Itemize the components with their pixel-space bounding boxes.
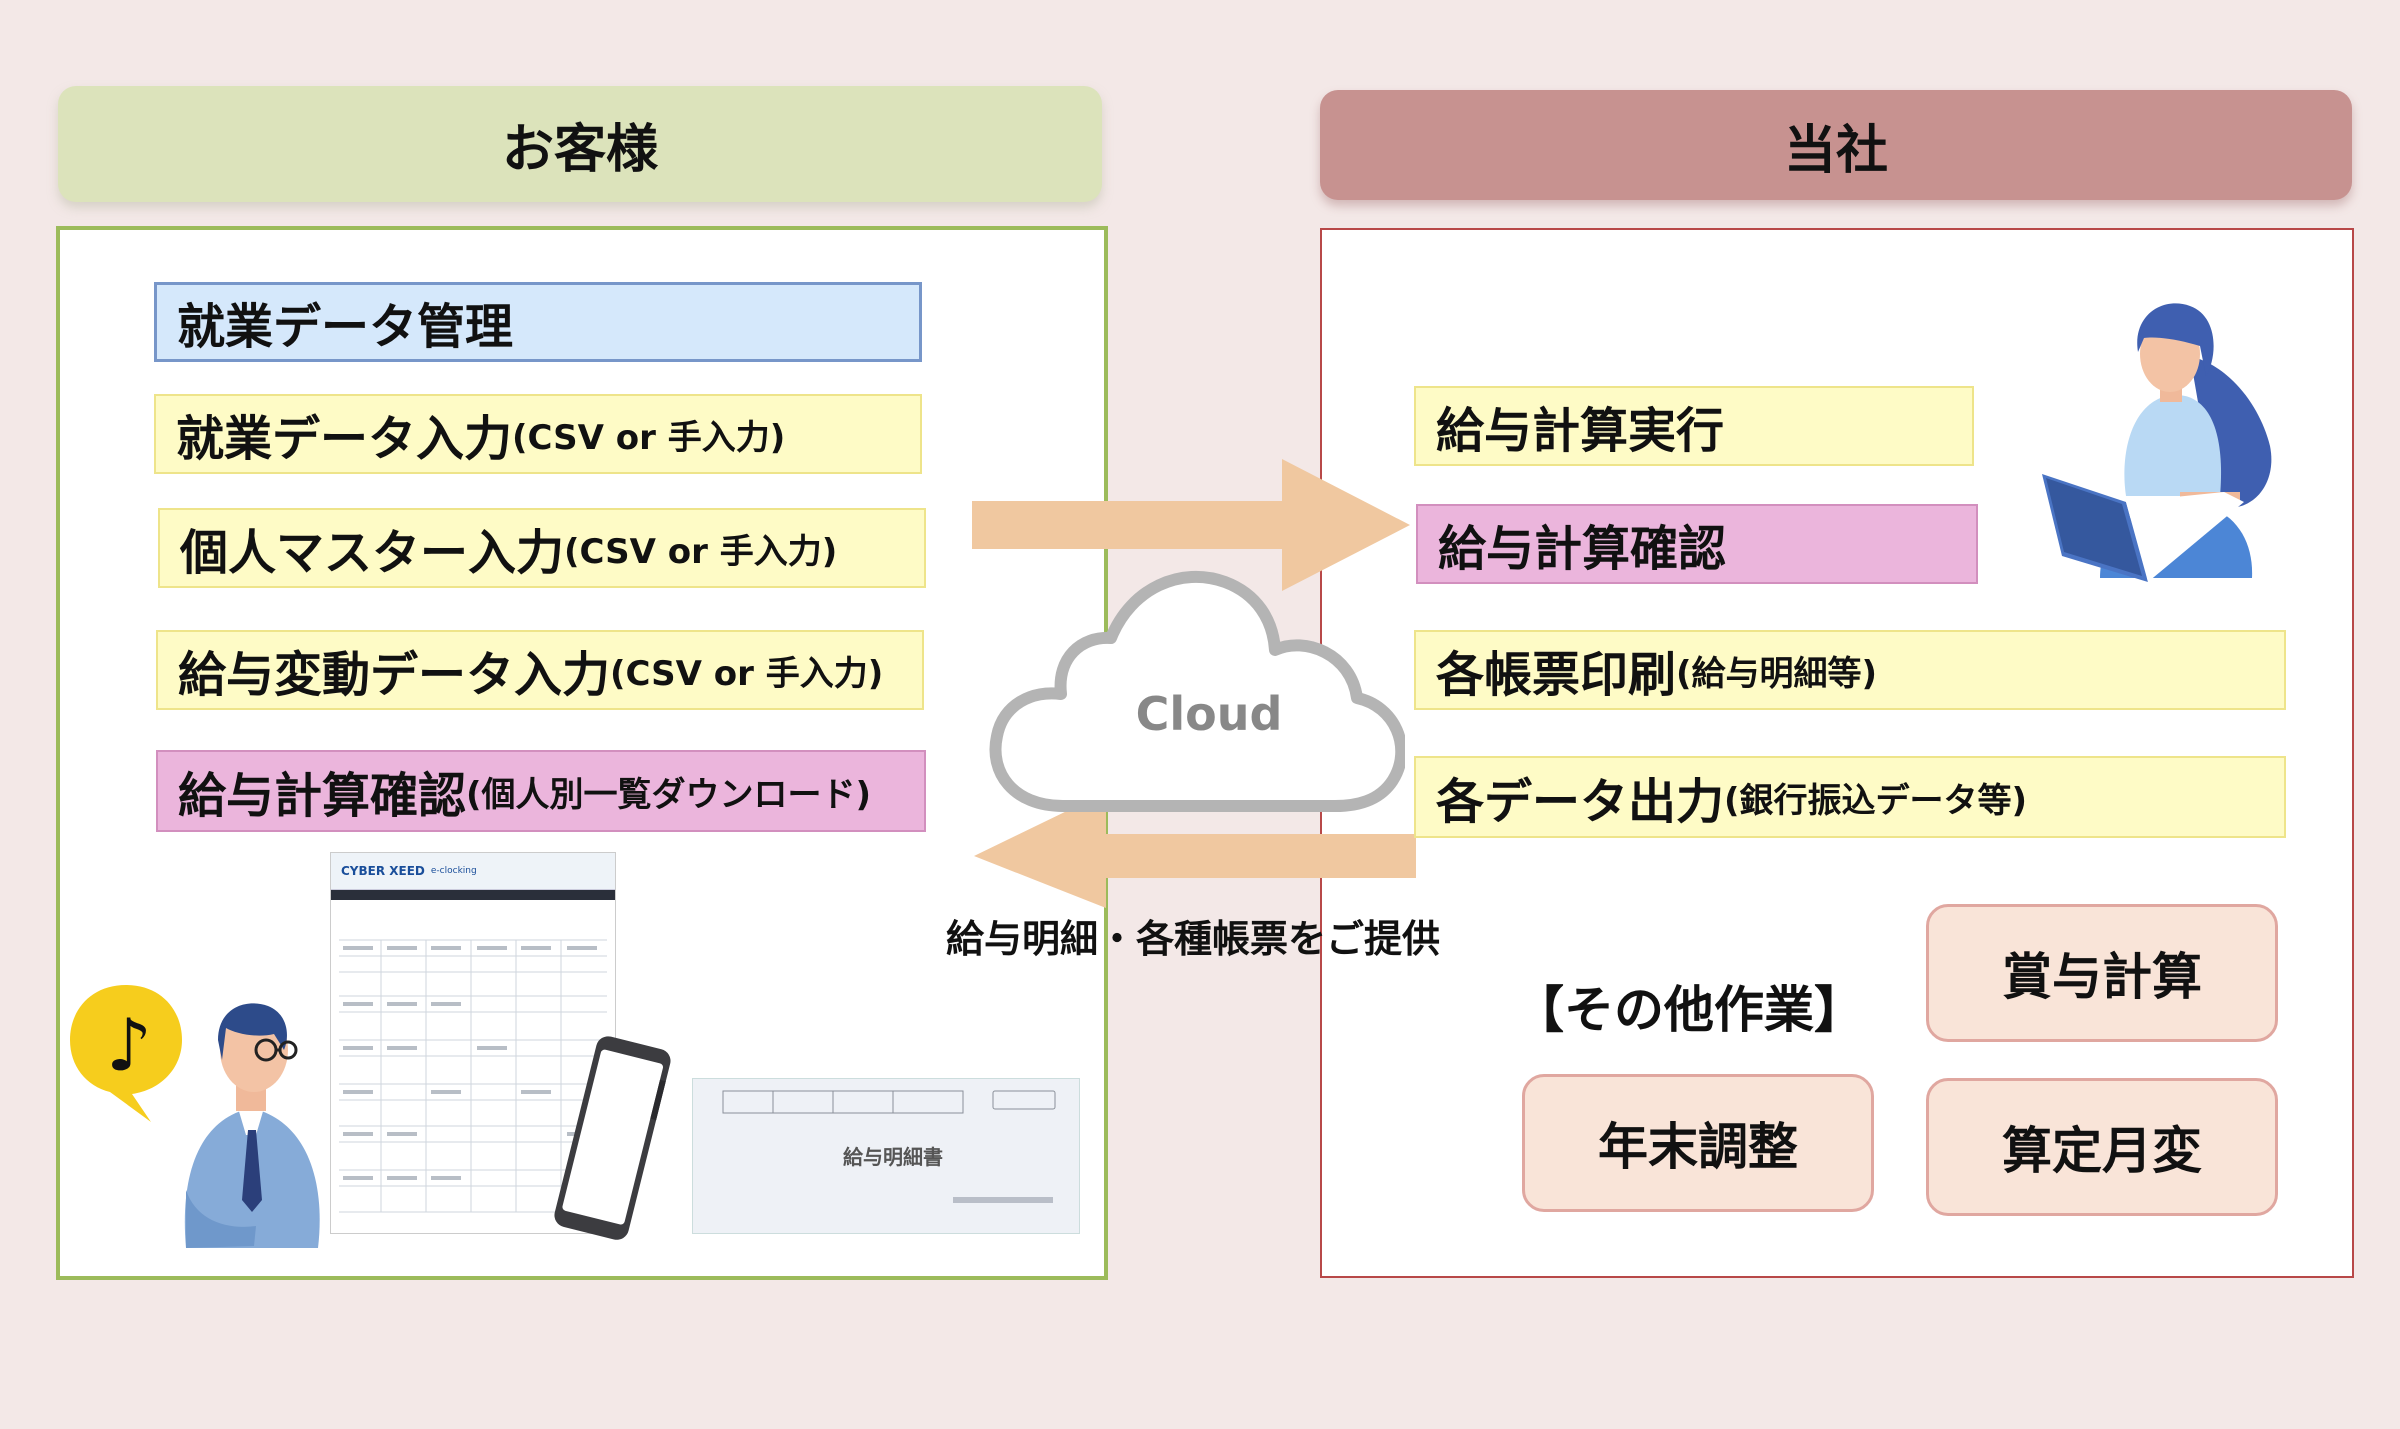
item-sub-label: (CSV or 手入力): [564, 531, 838, 572]
payslip-document: 給与明細書: [692, 1078, 1080, 1234]
customer-item-work-data-input: 就業データ入力(CSV or 手入力): [154, 394, 922, 474]
customer-header: お客様: [58, 86, 1102, 202]
app-brand: CYBER XEED: [341, 864, 425, 878]
company-item-data-output: 各データ出力(銀行振込データ等): [1414, 756, 2286, 838]
task-bonus-calculation: 賞与計算: [1926, 904, 2278, 1042]
arrow-right-icon: [972, 459, 1410, 591]
return-caption: 給与明細・各種帳票をご提供: [946, 917, 1441, 961]
app-brand-sub: e-clocking: [430, 866, 477, 876]
item-sub-label: (CSV or 手入力): [610, 653, 884, 694]
svg-text:♪: ♪: [106, 1003, 152, 1087]
task-standard-monthly-revision: 算定月変: [1926, 1078, 2278, 1216]
music-note-bubble-icon: ♪: [70, 985, 182, 1122]
item-main-label: 就業データ管理: [177, 299, 514, 355]
item-sub-label: (CSV or 手入力): [512, 417, 786, 458]
smartphone-icon: [554, 1036, 671, 1240]
customer-item-payroll-confirmation: 給与計算確認(個人別一覧ダウンロード): [156, 750, 926, 832]
customer-item-personal-master-input: 個人マスター入力(CSV or 手入力): [158, 508, 926, 588]
task-year-end-adjustment: 年末調整: [1522, 1074, 1874, 1212]
company-item-report-printing: 各帳票印刷(給与明細等): [1414, 630, 2286, 710]
payslip-title: 給与明細書: [843, 1145, 943, 1169]
item-sub-label: (個人別一覧ダウンロード): [466, 774, 872, 815]
task-label: 賞与計算: [2002, 948, 2202, 1006]
app-table-lines: [339, 939, 607, 1213]
company-item-payroll-confirmation: 給与計算確認: [1416, 504, 1978, 584]
woman-with-laptop-icon: [2042, 303, 2272, 582]
man-figure-icon: [184, 1003, 320, 1248]
company-item-payroll-execution: 給与計算実行: [1414, 386, 1974, 466]
task-label: 算定月変: [2002, 1122, 2202, 1180]
arrow-left-icon: [974, 792, 1416, 908]
cloud-label: Cloud: [1136, 687, 1283, 741]
item-main-label: 給与計算確認: [178, 768, 467, 824]
company-header: 当社: [1320, 90, 2352, 200]
task-label: 年末調整: [1598, 1118, 1798, 1176]
item-sub-label: (銀行振込データ等): [1724, 780, 2028, 821]
cloud-icon: Cloud: [989, 570, 1405, 812]
other-tasks-label: 【その他作業】: [1514, 981, 1864, 1039]
customer-item-work-data-management: 就業データ管理: [154, 282, 922, 362]
item-main-label: 給与計算確認: [1438, 521, 1727, 577]
item-main-label: 就業データ入力: [176, 411, 513, 467]
item-main-label: 各帳票印刷: [1436, 647, 1677, 703]
item-sub-label: (給与明細等): [1676, 653, 1878, 694]
customer-item-salary-variable-input: 給与変動データ入力(CSV or 手入力): [156, 630, 924, 710]
item-main-label: 給与変動データ入力: [178, 647, 611, 703]
item-main-label: 各データ出力: [1436, 774, 1725, 830]
item-main-label: 給与計算実行: [1436, 403, 1725, 459]
payslip-grid: [722, 1090, 1056, 1114]
app-header: CYBER XEED e-clocking: [331, 853, 615, 890]
item-main-label: 個人マスター入力: [180, 525, 565, 581]
